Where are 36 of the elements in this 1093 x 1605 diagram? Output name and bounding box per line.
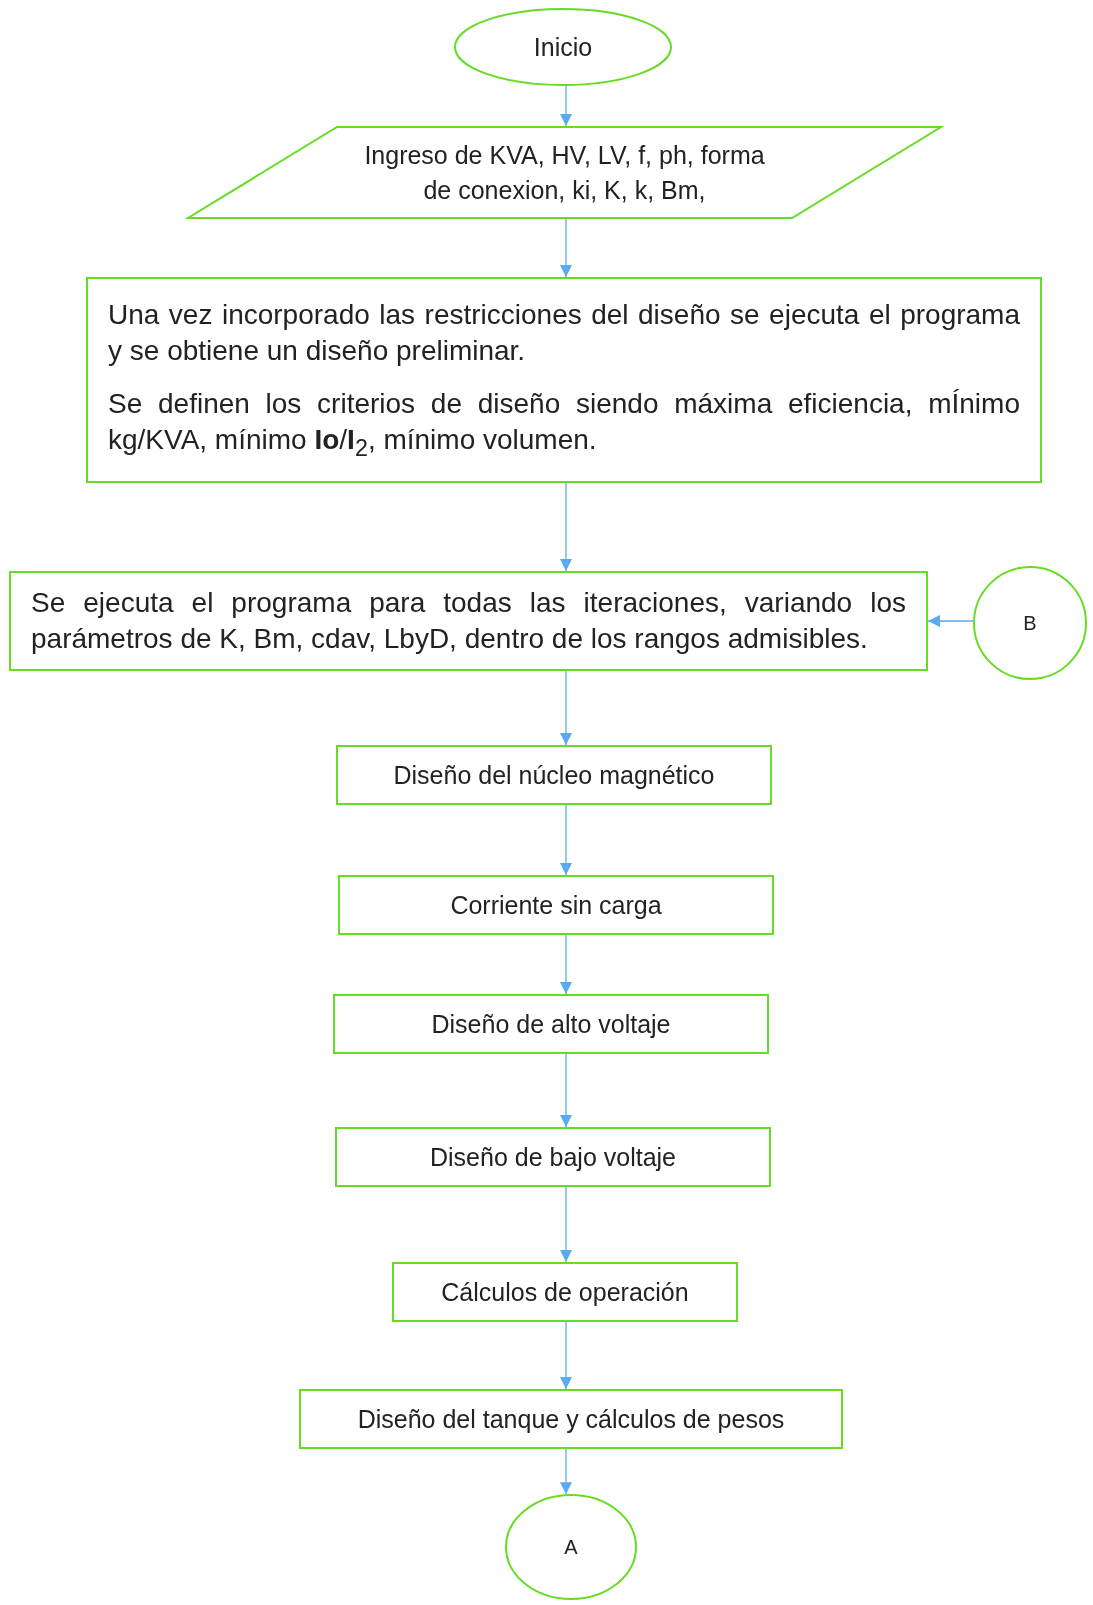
step-text: Diseño de alto voltaje — [431, 1008, 671, 1040]
arrow — [560, 85, 572, 127]
paragraph: Se definen los criterios de diseño siendo máxima eficiencia, mÍnimo kg/KVA, mínimo Io/I$_{2}$, mínimo volumen. — [107, 386, 1021, 463]
connector-circle — [973, 566, 1087, 680]
input-parallelogram — [187, 126, 942, 219]
process-box — [86, 277, 1042, 483]
arrow — [560, 804, 572, 876]
process-box — [392, 1262, 738, 1322]
step-text: Corriente sin carga — [450, 889, 662, 921]
step-text: Diseño del tanque y cálculos de pesos — [357, 1403, 785, 1435]
process-box — [335, 1127, 771, 1187]
process-box — [338, 875, 774, 935]
arrow — [560, 670, 572, 746]
paragraph: Una vez incorporado las restricciones del diseño se ejecuta el programa y se obtiene un diseño preliminar. — [107, 297, 1021, 369]
arrow — [560, 482, 572, 572]
step-text: Diseño de bajo voltaje — [430, 1141, 676, 1173]
step-text: Cálculos de operación — [441, 1276, 689, 1308]
arrow — [560, 1321, 572, 1390]
process-box — [299, 1389, 843, 1449]
arrow — [560, 934, 572, 995]
process-box — [333, 994, 769, 1054]
process-box — [336, 745, 772, 805]
paragraph: Se ejecuta el programa para todas las iteraciones, variando los parámetros de K, Bm, cdav, LbyD, dentro de los rangos admisibles. — [30, 585, 907, 656]
connector-label: B — [1023, 611, 1037, 636]
arrow — [560, 1186, 572, 1263]
connector-circle — [505, 1494, 637, 1600]
arrow — [560, 1448, 572, 1495]
connector-label: Inicio — [533, 31, 593, 63]
step-text: Diseño del núcleo magnético — [393, 759, 715, 791]
connector-circle — [454, 8, 672, 86]
arrow — [560, 218, 572, 278]
step-text: Ingreso de KVA, HV, LV, f, ph, forma de conexion, ki, K, k, Bm, — [363, 139, 766, 206]
connector-label: A — [564, 1535, 578, 1560]
arrow — [927, 615, 974, 627]
process-box — [9, 571, 928, 671]
arrow — [560, 1053, 572, 1128]
